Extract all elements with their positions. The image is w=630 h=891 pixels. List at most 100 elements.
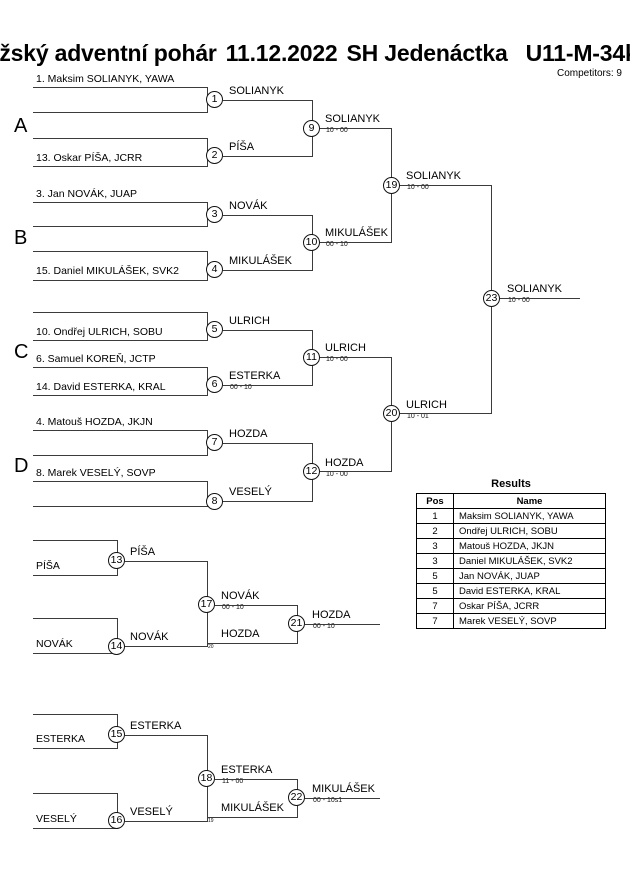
group-label-b: B bbox=[14, 227, 28, 249]
match-node-13[interactable]: 13 bbox=[108, 552, 125, 569]
match-score-18: 11 - 00 bbox=[222, 778, 244, 785]
result-name: Marek VESELÝ, SOVP bbox=[453, 613, 606, 629]
repechage-feed-16: VESELÝ bbox=[36, 813, 77, 825]
entrant-6: 6. Samuel KOREŇ, JCTP bbox=[36, 353, 156, 365]
slot-line-1b bbox=[33, 112, 208, 113]
match-winner-23: SOLIANYK bbox=[507, 283, 563, 295]
result-pos: 3 bbox=[416, 553, 454, 569]
match-node-3[interactable]: 3 bbox=[206, 206, 223, 223]
match-winner-15: ESTERKA bbox=[130, 720, 182, 732]
match-node-4[interactable]: 4 bbox=[206, 261, 223, 278]
pair-connector-14 bbox=[117, 618, 118, 653]
entrant-4: 15. Daniel MIKULÁŠEK, SVK2 bbox=[36, 265, 179, 277]
match-node-9[interactable]: 9 bbox=[303, 120, 320, 137]
slot-line-6a bbox=[33, 367, 208, 368]
match-node-12[interactable]: 12 bbox=[303, 463, 320, 480]
title-event: ražský adventní pohár bbox=[0, 40, 217, 66]
match-score-6: 00 - 10 bbox=[230, 384, 252, 391]
advance-line-4 bbox=[223, 270, 313, 271]
result-name: Maksim SOLIANYK, YAWA bbox=[453, 508, 606, 524]
entrant-3: 3. Jan NOVÁK, JUAP bbox=[36, 188, 137, 200]
match-score-9: 10 - 00 bbox=[326, 127, 348, 134]
result-name: Ondřej ULRICH, SOBU bbox=[453, 523, 606, 539]
slot-line-7b bbox=[33, 455, 208, 456]
match-score-12: 10 - 00 bbox=[326, 471, 348, 478]
match-node-7[interactable]: 7 bbox=[206, 434, 223, 451]
repechage-feed-14: NOVÁK bbox=[36, 638, 73, 650]
match-node-18[interactable]: 18 bbox=[198, 770, 215, 787]
match-winner-20: ULRICH bbox=[406, 399, 447, 411]
advance-line-1 bbox=[223, 100, 313, 101]
slot-line-16b bbox=[33, 828, 118, 829]
match-winner-22: MIKULÁŠEK bbox=[312, 783, 375, 795]
slot-line-8a bbox=[33, 481, 208, 482]
match-node-16[interactable]: 16 bbox=[108, 812, 125, 829]
match-node-23[interactable]: 23 bbox=[483, 290, 500, 307]
slot-line-5b bbox=[33, 340, 208, 341]
slot-line-13a bbox=[33, 540, 118, 541]
match-score-20: 10 - 01 bbox=[407, 413, 429, 420]
match-node-17[interactable]: 17 bbox=[198, 596, 215, 613]
result-name: Oskar PÍŠA, JCRR bbox=[453, 598, 606, 614]
slot-line-8b bbox=[33, 506, 208, 507]
advance-line-21 bbox=[305, 624, 380, 625]
match-score-11: 10 - 00 bbox=[326, 356, 348, 363]
match-node-20[interactable]: 20 bbox=[383, 405, 400, 422]
entrant-7: 14. David ESTERKA, KRAL bbox=[36, 381, 166, 393]
slot-line-6b bbox=[33, 395, 208, 396]
match-winner-9: SOLIANYK bbox=[325, 113, 381, 125]
advance-line-16 bbox=[125, 821, 208, 822]
advance-line-18 bbox=[215, 779, 298, 780]
match-winner-3: NOVÁK bbox=[229, 200, 268, 212]
results-title: Results bbox=[491, 478, 531, 490]
match-node-14[interactable]: 14 bbox=[108, 638, 125, 655]
result-pos: 5 bbox=[416, 568, 454, 584]
match-winner-5: ULRICH bbox=[229, 315, 270, 327]
match-node-1[interactable]: 1 bbox=[206, 91, 223, 108]
repechage-feed-13: PÍŠA bbox=[36, 560, 60, 572]
match-node-5[interactable]: 5 bbox=[206, 321, 223, 338]
match-node-8[interactable]: 8 bbox=[206, 493, 223, 510]
match-node-22[interactable]: 22 bbox=[288, 789, 305, 806]
slot-line-15b bbox=[33, 748, 118, 749]
advance-line-11 bbox=[320, 357, 392, 358]
repechage-feed-19: MIKULÁŠEK bbox=[221, 802, 284, 814]
match-node-10[interactable]: 10 bbox=[303, 234, 320, 251]
match-winner-17: NOVÁK bbox=[221, 590, 260, 602]
result-name: Matouš HOZDA, JKJN bbox=[453, 538, 606, 554]
match-node-21[interactable]: 21 bbox=[288, 615, 305, 632]
advance-line-5 bbox=[223, 330, 313, 331]
slot-line-5a bbox=[33, 312, 208, 313]
results-header-row: Pos Name bbox=[416, 493, 606, 509]
slot-line-1a bbox=[33, 87, 208, 88]
match-node-15[interactable]: 15 bbox=[108, 726, 125, 743]
result-pos: 7 bbox=[416, 613, 454, 629]
advance-line-14 bbox=[125, 646, 208, 647]
page-title: ražský adventní pohár 11.12.2022 SH Jedená… bbox=[0, 40, 630, 67]
competitors-count: Competitors: 9 bbox=[556, 68, 622, 79]
match-node-2[interactable]: 2 bbox=[206, 147, 223, 164]
group-label-d: D bbox=[14, 455, 29, 477]
match-node-11[interactable]: 11 bbox=[303, 349, 320, 366]
repechage-feed-20: HOZDA bbox=[221, 628, 260, 640]
match-score-23: 10 - 00 bbox=[508, 297, 530, 304]
title-venue: SH Jedenáctka bbox=[346, 40, 508, 66]
match-winner-4: MIKULÁŠEK bbox=[229, 255, 292, 267]
match-winner-2: PÍŠA bbox=[229, 141, 255, 153]
match-node-6[interactable]: 6 bbox=[206, 376, 223, 393]
title-date: 11.12.2022 bbox=[225, 40, 338, 66]
pair-connector-16 bbox=[117, 793, 118, 828]
group-label-c: C bbox=[14, 341, 29, 363]
entrant-2: 13. Oskar PÍŠA, JCRR bbox=[36, 152, 143, 164]
match-node-19[interactable]: 19 bbox=[383, 177, 400, 194]
result-name: Jan NOVÁK, JUAP bbox=[453, 568, 606, 584]
slot-line-2a bbox=[33, 138, 208, 139]
group-label-a: A bbox=[14, 115, 28, 137]
